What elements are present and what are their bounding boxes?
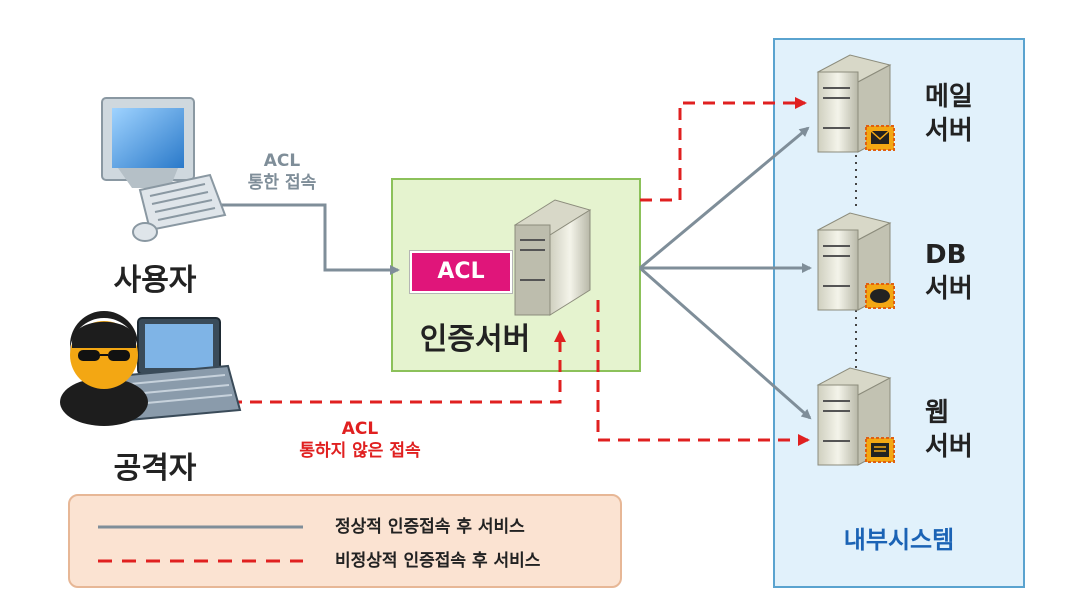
web-server-label: 웹 서버 [925, 396, 973, 464]
db-server-line2: 서버 [925, 274, 973, 304]
edge-user-to-acl [205, 203, 400, 275]
legend-normal-label: 정상적 인증접속 후 서비스 [335, 517, 525, 537]
legend: 정상적 인증접속 후 서비스 비정상적 인증접속 후 서비스 [68, 494, 622, 588]
edge-auth-to-mail-normal [639, 126, 810, 270]
edge-auth-to-mail [640, 97, 807, 202]
mail-server-icon [816, 54, 895, 153]
acl-through-line1: ACL [263, 151, 301, 171]
edge-attacker-to-auth [210, 330, 566, 404]
db-server-icon [816, 212, 895, 311]
web-server-icon [816, 367, 895, 466]
mail-server-line1: 메일 [925, 82, 973, 112]
acl-not-through-line1: ACL [341, 419, 379, 439]
user-label: 사용자 [113, 263, 197, 298]
legend-normal: 정상적 인증접속 후 서비스 [70, 512, 620, 542]
legend-normal-line-icon [98, 525, 303, 529]
internal-system-title: 내부시스템 [843, 526, 955, 554]
acl-tag: ACL [410, 251, 512, 293]
internal-system-panel: 내부시스템 [773, 38, 1025, 588]
db-server-label: DB 서버 [925, 238, 973, 306]
db-server-line1: DB [925, 240, 967, 270]
auth-server-label: 인증서버 [419, 322, 531, 357]
web-server-line1: 웹 [925, 398, 949, 428]
user-computer-icon [101, 97, 227, 242]
auth-server-icon [513, 199, 592, 316]
edge-auth-to-web-normal [639, 266, 812, 420]
legend-abnormal-label: 비정상적 인증접속 후 서비스 [335, 551, 541, 571]
web-server-line2: 서버 [925, 432, 973, 462]
acl-not-through-label: ACL 통하지 않은 접속 [270, 418, 450, 462]
acl-through-line2: 통한 접속 [247, 173, 317, 193]
edge-auth-to-web [596, 300, 810, 446]
acl-not-through-line2: 통하지 않은 접속 [299, 441, 421, 461]
acl-through-label: ACL 통한 접속 [227, 150, 337, 194]
attacker-label: 공격자 [113, 451, 197, 486]
mail-server-label: 메일 서버 [925, 80, 973, 148]
legend-abnormal-line-icon [98, 559, 303, 563]
legend-abnormal: 비정상적 인증접속 후 서비스 [70, 546, 620, 576]
mail-server-line2: 서버 [925, 116, 973, 146]
attacker-icon [60, 311, 242, 426]
